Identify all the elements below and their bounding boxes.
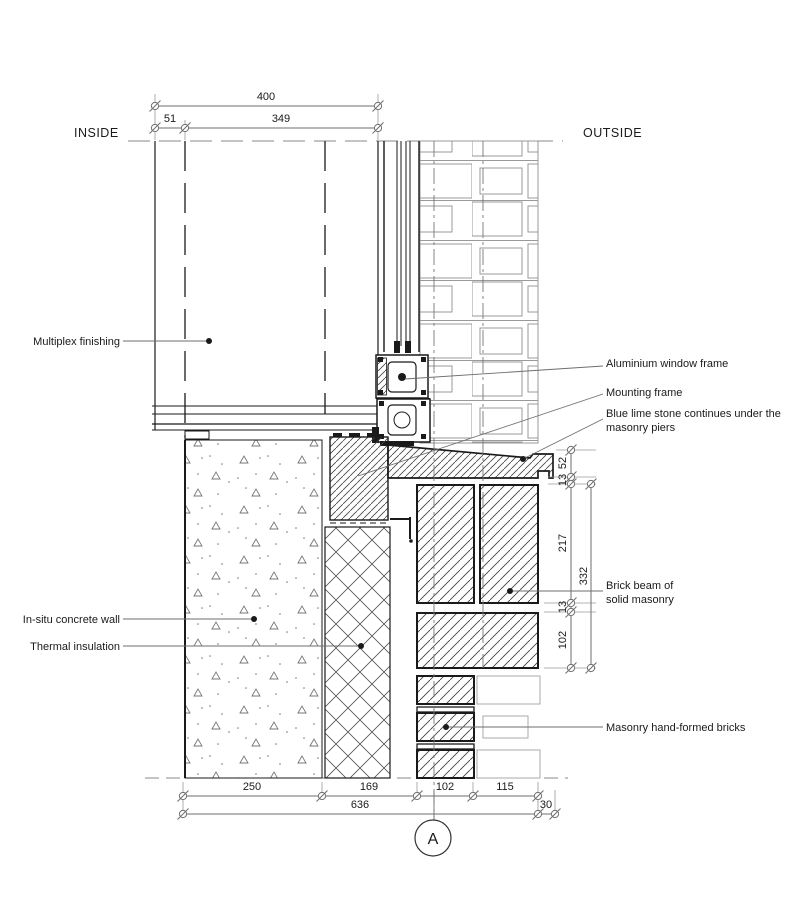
label-aluminium-window-frame: Aluminium window frame — [606, 358, 728, 370]
section-marker-letter: A — [428, 831, 439, 848]
label-concrete-wall: In-situ concrete wall — [23, 614, 120, 626]
dim-bottom-overhang: 30 — [540, 799, 552, 811]
dim-right-seg2: 13 — [557, 474, 569, 486]
dimension-top: 400 51 349 — [149, 91, 384, 140]
dim-top-total: 400 — [257, 91, 275, 103]
label-brick-beam-2: solid masonry — [606, 594, 674, 606]
dim-right-seg3: 217 — [557, 534, 569, 552]
dim-right-seg4: 13 — [557, 601, 569, 613]
dim-bottom-seg3: 102 — [436, 781, 454, 793]
window-glazing — [383, 141, 420, 353]
section-marker-a: A — [414, 791, 452, 857]
dimension-bottom: 250 169 102 115 636 30 — [177, 781, 561, 820]
label-inside: INSIDE — [74, 126, 119, 140]
stone-leader-dot — [520, 456, 526, 462]
label-thermal-insulation: Thermal insulation — [30, 641, 120, 653]
mounting-frame — [329, 433, 389, 524]
brick-wall-outside — [419, 140, 539, 444]
multiplex-finishing-wall — [152, 141, 414, 440]
alu-frame-leader-dot — [398, 373, 406, 381]
dim-top-seg2: 349 — [272, 113, 290, 125]
dim-bottom-total: 636 — [351, 799, 369, 811]
label-mounting-frame: Mounting frame — [606, 387, 682, 399]
in-situ-concrete-wall — [184, 439, 323, 779]
label-masonry-bricks: Masonry hand-formed bricks — [606, 722, 746, 734]
waterproof-membrane — [390, 517, 413, 543]
dim-right-seg1: 52 — [557, 457, 569, 469]
dimension-right: 52 13 217 13 102 332 — [544, 444, 597, 674]
label-multiplex-finishing: Multiplex finishing — [33, 336, 120, 348]
aluminium-window-frame — [372, 354, 431, 446]
masonry-bricks — [416, 675, 541, 779]
label-outside: OUTSIDE — [583, 126, 642, 140]
thermal-insulation — [324, 526, 391, 779]
sealant-dashes — [333, 433, 376, 437]
dim-bottom-seg4: 115 — [496, 781, 514, 793]
brick-beam-leader-dot — [507, 588, 513, 594]
label-blue-lime-stone-1: Blue lime stone continues under the — [606, 408, 781, 420]
insulation-leader-dot — [358, 643, 364, 649]
leader-lines — [123, 338, 604, 728]
brick-beam — [416, 484, 539, 669]
dim-right-seg5: 102 — [557, 631, 569, 649]
label-brick-beam-1: Brick beam of — [606, 580, 674, 592]
blue-lime-stone-sill — [387, 444, 554, 479]
dim-right-total: 332 — [578, 567, 590, 585]
concrete-leader-dot — [251, 616, 257, 622]
label-blue-lime-stone-2: masonry piers — [606, 422, 676, 434]
masonry-leader-dot — [443, 724, 449, 730]
multiplex-leader-dot — [206, 338, 212, 344]
dim-top-seg1: 51 — [164, 113, 176, 125]
dim-bottom-seg1: 250 — [243, 781, 261, 793]
dim-bottom-seg2: 169 — [360, 781, 378, 793]
